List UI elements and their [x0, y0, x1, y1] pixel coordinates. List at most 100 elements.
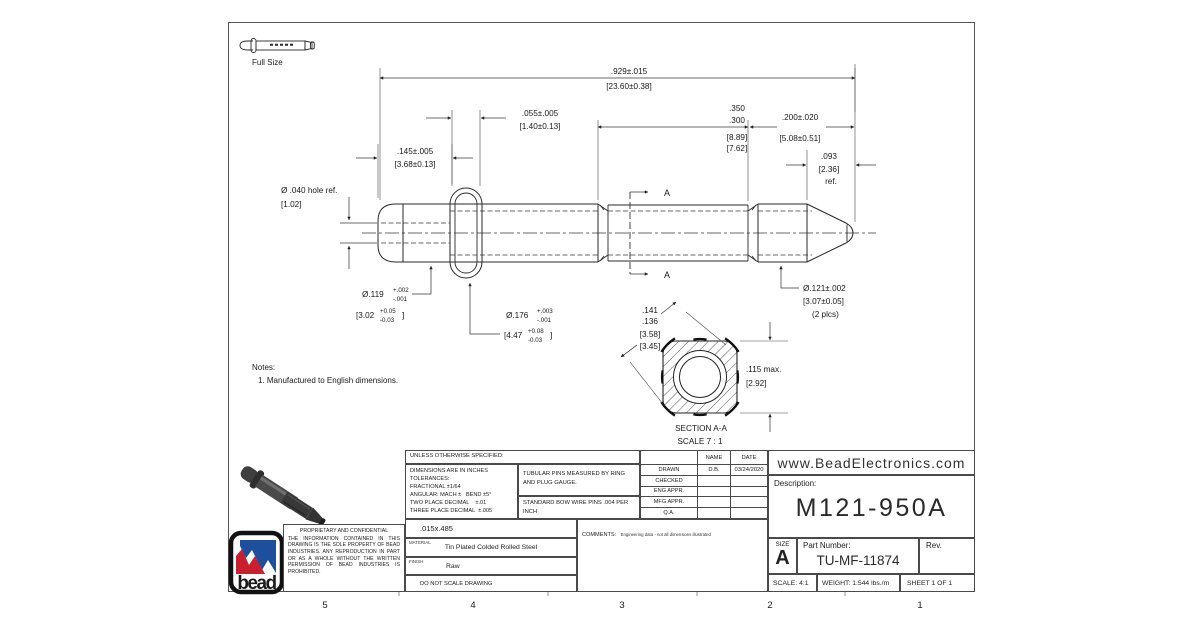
- bow-note: STANDARD BOW WIRE PINS .004 PER INCH: [523, 500, 629, 515]
- part-number-cell: Part Number: TU-MF-11874: [797, 538, 919, 574]
- dim-section-flats: .115 max. [2.92]: [740, 322, 788, 432]
- dim-section-corner: .141 .136 [3.58] [3.45]: [620, 301, 727, 405]
- dim-tol-plus: +.002: [393, 287, 409, 294]
- do-not-scale-label: DO NOT SCALE DRAWING: [420, 580, 493, 587]
- dim-text: .115 max.: [746, 365, 781, 374]
- dim-text: .350: [729, 104, 745, 113]
- section-view: SECTION A-A SCALE 7 : 1: [660, 337, 740, 446]
- dim-text: .145±.005: [397, 147, 434, 156]
- callout-hole: Ø .040 hole ref. [1.02]: [281, 186, 377, 269]
- dim-tol-minus: -0.03: [528, 337, 543, 344]
- dim-tol-plus: +.003: [537, 308, 553, 315]
- full-size-label: Full Size: [252, 58, 283, 67]
- material-cell: MATERIAL Tin Plated Colded Rolled Steel: [405, 538, 577, 557]
- dim-text: Ø.121±.002: [803, 284, 846, 293]
- approval-label: CHECKED: [641, 475, 698, 486]
- finish-cell: FINISH Raw: [405, 557, 577, 575]
- tolerance-line: TWO PLACE DECIMAL ±.01: [410, 500, 487, 506]
- notes-title: Notes:: [252, 363, 275, 372]
- approval-label: ENG APPR.: [641, 486, 698, 497]
- website: www.BeadElectronics.com: [777, 454, 966, 471]
- unless-otherwise-label: UNLESS OTHERWISE SPECIFIED:: [410, 453, 504, 459]
- dim-text-mm: [3.58]: [640, 330, 661, 339]
- comments-text: Engineering data - not all dimensions il…: [620, 532, 711, 537]
- dim-text: .300: [729, 116, 745, 125]
- size-label: SIZE: [775, 541, 790, 548]
- approval-row: MFG APPR.: [641, 497, 767, 509]
- finish-label: FINISH: [409, 559, 424, 564]
- dim-text: .200±.020: [782, 113, 819, 122]
- dim-text: .093: [821, 152, 837, 161]
- scale-text: SCALE: 4:1: [773, 579, 809, 587]
- dim-text-mm: [1.40±0.13]: [520, 122, 561, 131]
- weight-cell: WEIGHT: 1.544 lbs./m: [817, 574, 900, 592]
- scale-cell: SCALE: 4:1: [768, 574, 817, 592]
- bracket: ]: [402, 311, 404, 320]
- bead-logo: bead: [228, 530, 285, 595]
- dim-text: .141: [642, 306, 658, 315]
- approval-label: DRAWN: [641, 465, 698, 475]
- zone-number: 5: [322, 600, 327, 611]
- dim-text-mm: [3.07±0.05]: [803, 297, 844, 306]
- rev-cell: Rev.: [919, 538, 975, 574]
- sheet-cell: SHEET 1 OF 1: [900, 574, 975, 592]
- dim-text-mm: [2.92]: [746, 379, 767, 388]
- dim-text: .929±.015: [611, 67, 648, 76]
- approval-label: MFG APPR.: [641, 497, 698, 508]
- section-marker-bottom: A: [664, 270, 670, 280]
- section-cut-line: A A: [629, 188, 670, 280]
- full-size-pin-thumbnail: [239, 38, 315, 53]
- tolerance-line: ANGULAR: MACH ± BEND ±5°: [410, 492, 492, 498]
- dim-text: .136: [642, 317, 658, 326]
- size-cell: SIZE A: [768, 538, 797, 574]
- comments-label: COMMENTS:: [582, 532, 617, 538]
- gauge-note: TUBULAR PINS MEASURED BY RING AND PLUG G…: [523, 471, 626, 486]
- dim-text: Ø .040 hole ref.: [281, 186, 337, 195]
- approval-label: Q.A.: [641, 508, 698, 518]
- approvals-header-row: NAME DATE: [641, 451, 767, 465]
- pin-3d-render: [240, 466, 326, 526]
- pin-taper: [806, 203, 854, 263]
- dim-text-mm: [7.62]: [727, 144, 748, 153]
- dim-text-mm: [1.02]: [281, 200, 302, 209]
- size-value: A: [775, 547, 790, 569]
- approval-row: CHECKED: [641, 475, 767, 487]
- tolerance-line: DIMENSIONS ARE IN INCHES: [410, 468, 489, 474]
- website-cell: www.BeadElectronics.com: [768, 450, 975, 475]
- tolerance-line: THREE PLACE DECIMAL ±.005: [410, 508, 493, 514]
- weight-text: WEIGHT: 1.544 lbs./m: [822, 579, 890, 587]
- dim-note: (2 plcs): [812, 310, 839, 319]
- rev-label: Rev.: [926, 541, 942, 550]
- sheet-text: SHEET 1 OF 1: [907, 579, 953, 587]
- bracket: ]: [550, 331, 552, 340]
- tolerance-line: TOLERANCES:: [410, 476, 450, 482]
- dim-taper-length: .093 [2.36] ref.: [786, 150, 876, 200]
- dim-nose-length: .145±.005 [3.68±0.13]: [356, 144, 473, 198]
- dim-text-mm: [2.36]: [819, 165, 840, 174]
- approvals-table: NAME DATE DRAWN D.B. 03/24/2020 CHECKED …: [640, 450, 768, 519]
- dim-tol-minus: -0.03: [380, 317, 395, 324]
- zone-numbers: 5 4 3 2 1: [322, 600, 922, 611]
- dim-text: Ø.176: [506, 311, 529, 320]
- dim-text-mm: [23.60±0.38]: [606, 82, 651, 91]
- zone-number: 1: [917, 600, 922, 611]
- callout-nose-diameter: Ø.119 +.002 -.001 [3.02 +0.05 -0.03 ]: [356, 265, 433, 324]
- proprietary-body: THE INFORMATION CONTAINED IN THIS DRAWIN…: [288, 535, 400, 575]
- material-value: Tin Plated Colded Rolled Steel: [444, 544, 538, 551]
- approval-row: Q.A.: [641, 508, 767, 518]
- approval-row: DRAWN D.B. 03/24/2020: [641, 465, 767, 476]
- main-view: A A: [362, 187, 876, 280]
- gauge-note-cell: TUBULAR PINS MEASURED BY RING AND PLUG G…: [518, 464, 640, 496]
- dim-collar-width: .055±.005 [1.40±0.13]: [426, 109, 560, 186]
- dim-text: ref.: [825, 177, 837, 186]
- dim-tol-plus: +0.05: [380, 308, 396, 315]
- note-1: 1. Manufactured to English dimensions.: [258, 376, 398, 385]
- unless-otherwise-header: UNLESS OTHERWISE SPECIFIED:: [405, 450, 640, 464]
- zone-number: 3: [619, 600, 624, 611]
- approval-row: ENG APPR.: [641, 486, 767, 498]
- tolerance-line: FRACTIONAL ±1/64: [410, 484, 461, 490]
- pin-nose-outline: [377, 203, 403, 263]
- callout-collar-diameter: Ø.176 +.003 -.001 [4.47 +0.08 -0.03 ]: [468, 282, 553, 344]
- dim-tip-length: .200±.020 [5.08±0.51]: [749, 64, 856, 143]
